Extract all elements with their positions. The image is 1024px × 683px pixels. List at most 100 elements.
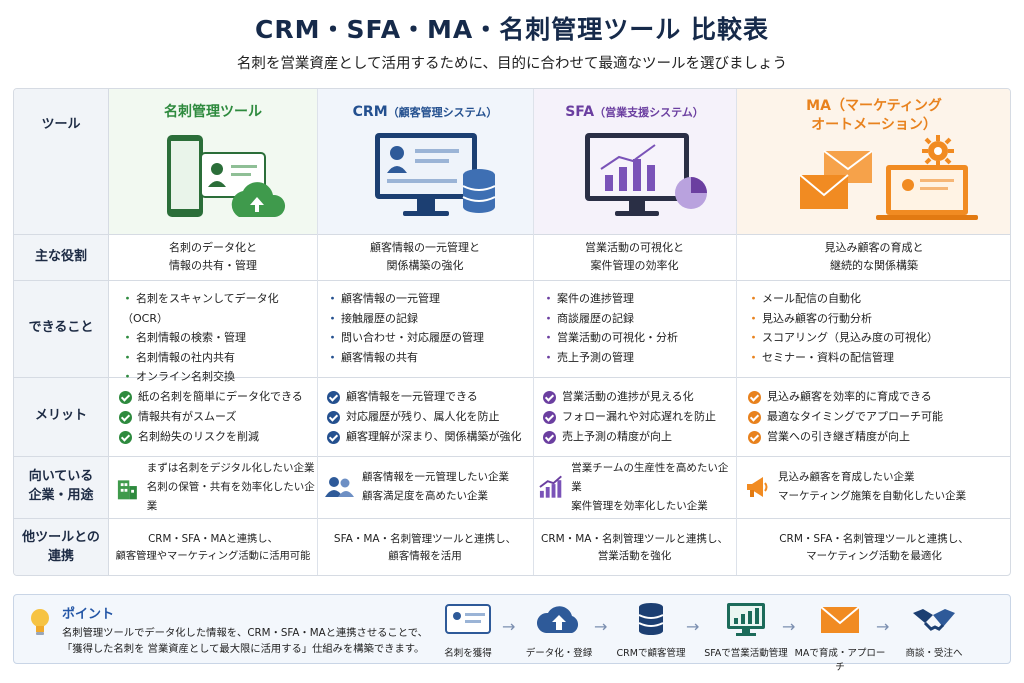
row-label-tool: ツール (14, 89, 109, 161)
fit-ma-line2: マーケティング施策を自動化したい企業 (778, 490, 967, 502)
list-item: 営業への引き継ぎ精度が向上 (748, 427, 1006, 447)
col-title-ma-sub: オートメーション） (811, 116, 937, 133)
check-icon (543, 430, 556, 444)
business-card-icon (445, 604, 491, 634)
list-item: ・名刺情報の社内共有 (122, 350, 235, 364)
cloud-upload-icon (536, 606, 579, 633)
list-item: ・メール配信の自動化 (748, 292, 861, 305)
page-title: CRM・SFA・MA・名刺管理ツール 比較表 (255, 15, 769, 44)
col-header-ma: MA（マーケティング オートメーション） (736, 89, 1010, 234)
role-sfa-line2: 案件管理の効率化 (590, 259, 679, 272)
role-ma-line1: 見込み顧客の育成と (824, 241, 924, 255)
flow-arrow: → (594, 617, 608, 636)
link-meishi: CRM・SFA・MAと連携し、 顧客管理やマーケティング活動に活用可能 (109, 518, 317, 575)
col-title-meishi: 名刺管理ツール (164, 104, 262, 120)
link-sfa-line1: CRM・MA・名刺管理ツールと連携し、 (541, 532, 728, 545)
list-item: ・商談履歴の記録 (543, 311, 634, 325)
check-icon (543, 410, 556, 424)
list-item: ・スコアリング（見込み度の可視化） (748, 331, 938, 344)
can-list-meishi: ・名刺をスキャンしてデータ化（OCR） ・名刺情報の検索・管理 ・名刺情報の社内… (122, 289, 314, 387)
row-label-merit: メリット (14, 377, 109, 456)
list-item: 最適なタイミングでアプローチ可能 (748, 407, 1006, 427)
row-label-link-line1: 他ツールとの (22, 529, 100, 545)
role-meishi: 名刺のデータ化と 情報の共有・管理 (109, 234, 317, 280)
col-title-crm-sub: （顧客管理システム） (387, 106, 498, 119)
list-item: 見込み顧客を効率的に育成できる (748, 387, 1006, 407)
business-card-app-icon (167, 135, 286, 217)
flow-arrow: → (876, 617, 890, 636)
link-meishi-line2: 顧客管理やマーケティング活動に活用可能 (115, 549, 311, 562)
can-list-sfa: ・案件の進捗管理 ・商談履歴の記録 ・営業活動の可視化・分析 ・売上予測の管理 (543, 289, 733, 367)
role-sfa-line1: 営業活動の可視化と (585, 241, 684, 255)
flow-arrow: → (782, 617, 796, 636)
flow-step-label: データ化・登録 (525, 648, 593, 659)
flow-step-ma: MAで育成・アプローチ (795, 601, 885, 673)
list-item: ・接触履歴の記録 (327, 311, 418, 325)
flow-step-deal: 商談・受注へ (894, 601, 974, 659)
col-title-crm: CRM (352, 104, 388, 120)
flow-step-label: SFAで営業活動管理 (704, 648, 788, 659)
row-label-role: 主な役割 (14, 234, 109, 280)
list-item: ・営業活動の可視化・分析 (543, 331, 678, 344)
building-icon (117, 480, 137, 500)
list-item: ・名刺情報の検索・管理 (122, 331, 246, 344)
list-item: フォロー漏れや対応遅れを防止 (543, 407, 733, 427)
col-title-sfa-sub: （営業支援システム） (594, 106, 704, 119)
megaphone-icon (747, 477, 768, 497)
flow-step-cloud: データ化・登録 (519, 601, 599, 659)
flow-arrow: → (686, 617, 700, 636)
email-icon (820, 606, 860, 633)
flow-step-crm: CRMで顧客管理 (611, 601, 691, 659)
list-item: ・案件の進捗管理 (543, 292, 634, 305)
list-item: 対応履歴が残り、属人化を防止 (327, 407, 531, 427)
flow-arrow: → (502, 617, 516, 636)
col-title-sfa: SFA (565, 104, 595, 120)
growth-chart-icon (539, 475, 562, 498)
link-ma-line1: CRM・SFA・名刺管理ツールと連携し、 (779, 532, 969, 545)
crm-monitor-icon (375, 133, 496, 216)
point-body-line2: 「獲得した名刺を 営業資産として最大限に活用する」仕組みを構築できます。 (62, 643, 425, 655)
list-item: 情報共有がスムーズ (119, 407, 315, 427)
list-item: 売上予測の精度が向上 (543, 427, 733, 447)
merit-list-crm: 顧客情報を一元管理できる 対応履歴が残り、属人化を防止 顧客理解が深まり、関係構… (327, 387, 531, 447)
check-icon (748, 430, 761, 444)
point-body: 名刺管理ツールでデータ化した情報を、CRM・SFA・MAと連携させることで、 「… (62, 625, 428, 657)
role-ma: 見込み顧客の育成と 継続的な関係構築 (736, 234, 1010, 280)
role-meishi-line1: 名刺のデータ化と (169, 241, 257, 255)
check-icon (543, 390, 556, 404)
can-list-crm: ・顧客情報の一元管理 ・接触履歴の記録 ・問い合わせ・対応履歴の管理 ・顧客情報… (327, 289, 527, 367)
flow-step-sfa: SFAで営業活動管理 (704, 601, 788, 659)
list-item: ・売上予測の管理 (543, 350, 634, 364)
flow-step-label: CRMで顧客管理 (616, 648, 686, 659)
list-item: ・名刺をスキャンしてデータ化（OCR） (122, 292, 279, 325)
fit-meishi: まずは名刺をデジタル化したい企業名刺の保管・共有を効率化したい企業 (116, 456, 316, 518)
merit-list-sfa: 営業活動の進捗が見える化 フォロー漏れや対応遅れを防止 売上予測の精度が向上 (543, 387, 733, 447)
flow-step-label: MAで育成・アプローチ (794, 648, 886, 673)
sfa-chart-monitor-icon (585, 133, 707, 216)
list-item: ・問い合わせ・対応履歴の管理 (327, 331, 484, 344)
fit-crm-line1: 顧客情報を一元管理したい企業 (362, 471, 509, 483)
check-icon (748, 410, 761, 424)
point-title: ポイント (62, 607, 115, 622)
check-icon (119, 430, 132, 444)
link-sfa-line2: 営業活動を強化 (597, 549, 672, 562)
link-crm: SFA・MA・名刺管理ツールと連携し、 顧客情報を活用 (317, 518, 533, 575)
merit-list-ma: 見込み顧客を効率的に育成できる 最適なタイミングでアプローチ可能 営業への引き継… (748, 387, 1006, 447)
link-crm-line2: 顧客情報を活用 (388, 549, 462, 562)
fit-sfa-line2: 案件管理を効率化したい企業 (571, 499, 708, 512)
row-label-fit-line2: 企業・用途 (28, 488, 94, 503)
point-box: ポイント 名刺管理ツールでデータ化した情報を、CRM・SFA・MAと連携させるこ… (13, 594, 1011, 673)
lightbulb-icon (31, 609, 49, 635)
row-label-link-line2: 連携 (47, 548, 74, 564)
col-header-crm: CRM（顧客管理システム） (317, 89, 533, 234)
fit-ma-line1: 見込み顧客を育成したい企業 (778, 471, 915, 483)
link-crm-line1: SFA・MA・名刺管理ツールと連携し、 (333, 532, 517, 545)
role-sfa: 営業活動の可視化と 案件管理の効率化 (533, 234, 736, 280)
merit-list-meishi: 紙の名刺を簡単にデータ化できる 情報共有がスムーズ 名刺紛失のリスクを削減 (119, 387, 315, 447)
check-icon (748, 390, 761, 404)
role-crm: 顧客情報の一元管理と 関係構築の強化 (317, 234, 533, 280)
check-icon (119, 390, 132, 404)
list-item: ・見込み顧客の行動分析 (748, 311, 872, 325)
list-item: ・顧客情報の一元管理 (327, 292, 440, 305)
list-item: ・オンライン名刺交換 (122, 370, 235, 383)
